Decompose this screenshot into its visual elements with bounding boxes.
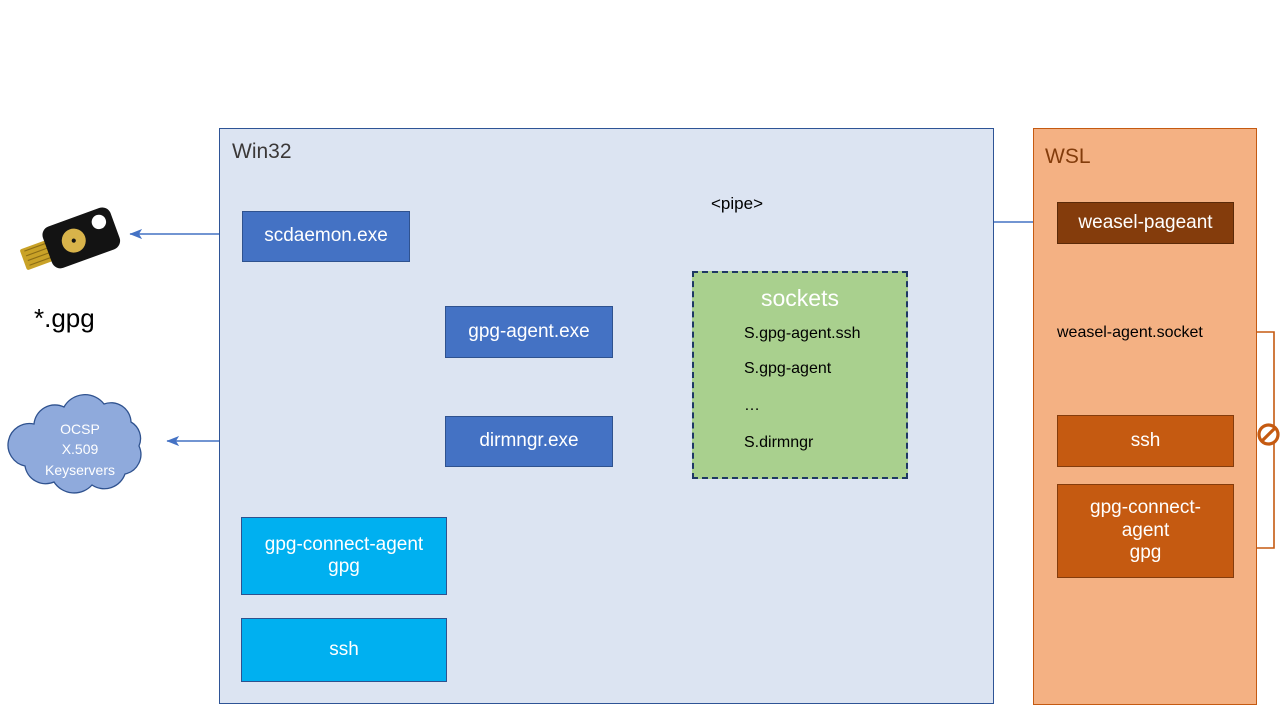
cloud-line-keyservers: Keyservers xyxy=(44,461,116,478)
node-dirmngr-exe[interactable]: dirmngr.exe xyxy=(445,416,613,467)
node-weasel-pageant[interactable]: weasel-pageant xyxy=(1057,202,1234,244)
wsl-title: WSL xyxy=(1045,145,1091,168)
node-win32-gpg-connect-agent[interactable]: gpg-connect-agent gpg xyxy=(241,517,447,595)
yubikey-usb-token-icon xyxy=(16,198,124,286)
cloud-label-group: OCSP X.509 Keyservers xyxy=(0,419,160,480)
weasel-agent-socket-label: weasel-agent.socket xyxy=(1057,324,1203,341)
node-wsl-gpg-connect-agent[interactable]: gpg-connect- agent gpg xyxy=(1057,484,1234,578)
cloud-line-x509: X.509 xyxy=(61,441,99,458)
node-wsl-ssh[interactable]: ssh xyxy=(1057,415,1234,467)
win32-title: Win32 xyxy=(232,140,292,163)
socket-item-s-gpg-agent[interactable]: S.gpg-agent xyxy=(744,360,832,377)
socket-item-ellipsis: … xyxy=(744,397,760,414)
no-entry-icon xyxy=(1257,423,1280,446)
sockets-group: sockets S.gpg-agent.ssh S.gpg-agent … S.… xyxy=(692,271,908,479)
pipe-label: <pipe> xyxy=(711,194,763,213)
gpg-files-label: *.gpg xyxy=(34,303,95,333)
cloud-shape: OCSP X.509 Keyservers xyxy=(0,390,160,500)
socket-item-s-gpg-agent-ssh[interactable]: S.gpg-agent.ssh xyxy=(744,325,861,342)
socket-item-s-dirmngr[interactable]: S.dirmngr xyxy=(744,434,814,451)
node-win32-ssh[interactable]: ssh xyxy=(241,618,447,682)
cloud-line-ocsp: OCSP xyxy=(60,421,100,437)
node-gpg-agent-exe[interactable]: gpg-agent.exe xyxy=(445,306,613,358)
node-scdaemon-exe[interactable]: scdaemon.exe xyxy=(242,211,410,262)
sockets-title: sockets xyxy=(761,285,839,311)
